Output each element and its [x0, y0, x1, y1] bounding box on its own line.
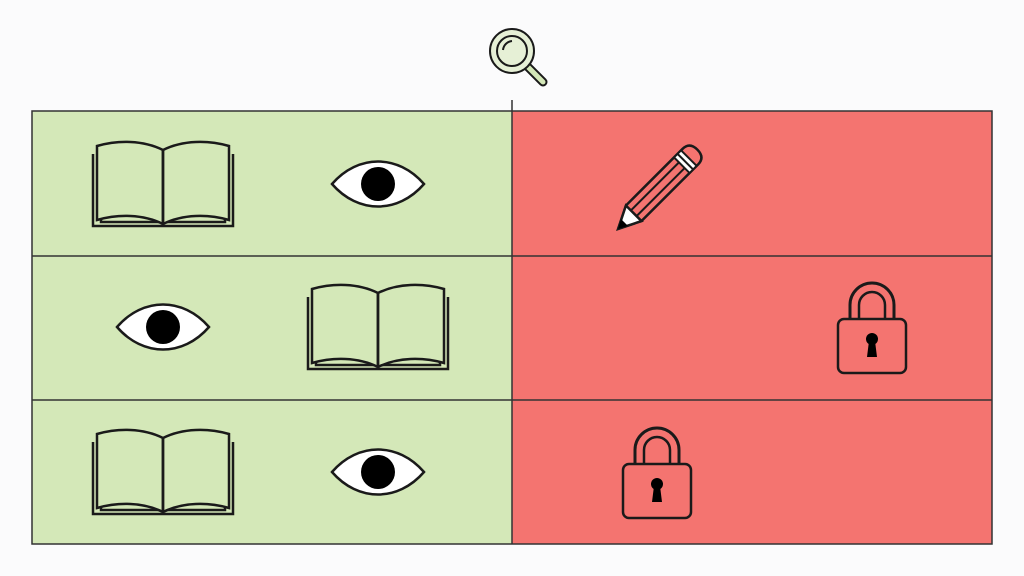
pencil-icon [616, 144, 703, 231]
grid-lines [31, 100, 993, 545]
book-icon [91, 140, 235, 228]
book-icon [306, 283, 450, 371]
book-icon [91, 428, 235, 516]
magnifier-icon [489, 28, 548, 87]
denied-column [512, 111, 992, 544]
